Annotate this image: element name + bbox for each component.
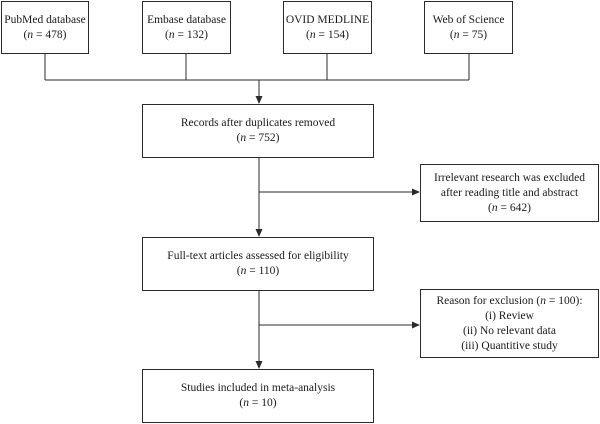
exclusion-reason-review: (i) Review (485, 309, 534, 322)
excluded2-title: Reason for exclusion (n = 100): (436, 294, 583, 307)
fulltext-box: Full-text articles assessed for eligibil… (142, 237, 374, 291)
ovid-n-value: 154 (327, 28, 346, 41)
excluded2-title-suffix: ): (575, 294, 583, 307)
embase-title: Embase database (147, 13, 226, 26)
excluded1-n-label: n (491, 201, 498, 214)
pubmed-n-value: 478 (45, 28, 63, 41)
wos-n-value: 75 (471, 28, 484, 41)
records-count: (n = 752) (236, 132, 280, 144)
embase-n-label: n (168, 28, 175, 41)
embase-count: (n = 132) (165, 28, 208, 41)
wos-n-label: n (453, 28, 460, 41)
excluded1-box: Irrelevant research was excluded after r… (420, 164, 599, 222)
included-n-label: n (243, 397, 249, 409)
wos-count: (n = 75) (449, 28, 488, 41)
included-count: (n = 10) (239, 397, 277, 409)
excluded1-n-value: 642 (509, 201, 528, 214)
exclusion-reason-quantitive-study: (iii) Quantitive study (461, 339, 558, 352)
excluded2-box: Reason for exclusion (n = 100): (i) Revi… (420, 289, 599, 358)
wos-title: Web of Science (432, 13, 505, 26)
excluded2-title-prefix: Reason for exclusion ( (436, 294, 541, 307)
pubmed-count: (n = 478) (23, 28, 67, 41)
pubmed-n-label: n (27, 28, 34, 41)
ovid-title: OVID MEDLINE (285, 13, 370, 26)
included-n-value: 10 (261, 397, 273, 409)
ovid-n-label: n (309, 28, 316, 41)
pubmed-title: PubMed database (4, 13, 86, 26)
embase-n-value: 132 (186, 28, 205, 41)
excluded1-line1: Irrelevant research was excluded (433, 171, 585, 184)
fulltext-n-value: 110 (258, 265, 276, 277)
ovid-count: (n = 154) (306, 28, 349, 41)
excluded2-n-label: n (540, 294, 546, 307)
records-n-label: n (240, 132, 247, 144)
records-n-value: 752 (258, 132, 276, 144)
fulltext-count: (n = 110) (236, 265, 280, 277)
ovid-box: OVID MEDLINE (n = 154) (283, 1, 372, 54)
excluded1-count: (n = 642) (488, 201, 531, 214)
fulltext-n-label: n (240, 265, 247, 277)
records-box: Records after duplicates removed (n = 75… (142, 104, 374, 158)
exclusion-reason-no-relevant-data: (ii) No relevant data (463, 324, 556, 337)
included-title: Studies included in meta-analysis (180, 382, 336, 394)
pubmed-box: PubMed database (n = 478) (1, 1, 89, 54)
excluded1-line2: after reading title and abstract (440, 186, 579, 199)
wos-box: Web of Science (n = 75) (424, 1, 513, 54)
embase-box: Embase database (n = 132) (142, 1, 231, 54)
excluded2-n-value: 100 (558, 294, 576, 307)
fulltext-title: Full-text articles assessed for eligibil… (167, 250, 349, 262)
included-box: Studies included in meta-analysis (n = 1… (142, 369, 374, 423)
records-title: Records after duplicates removed (180, 117, 336, 129)
